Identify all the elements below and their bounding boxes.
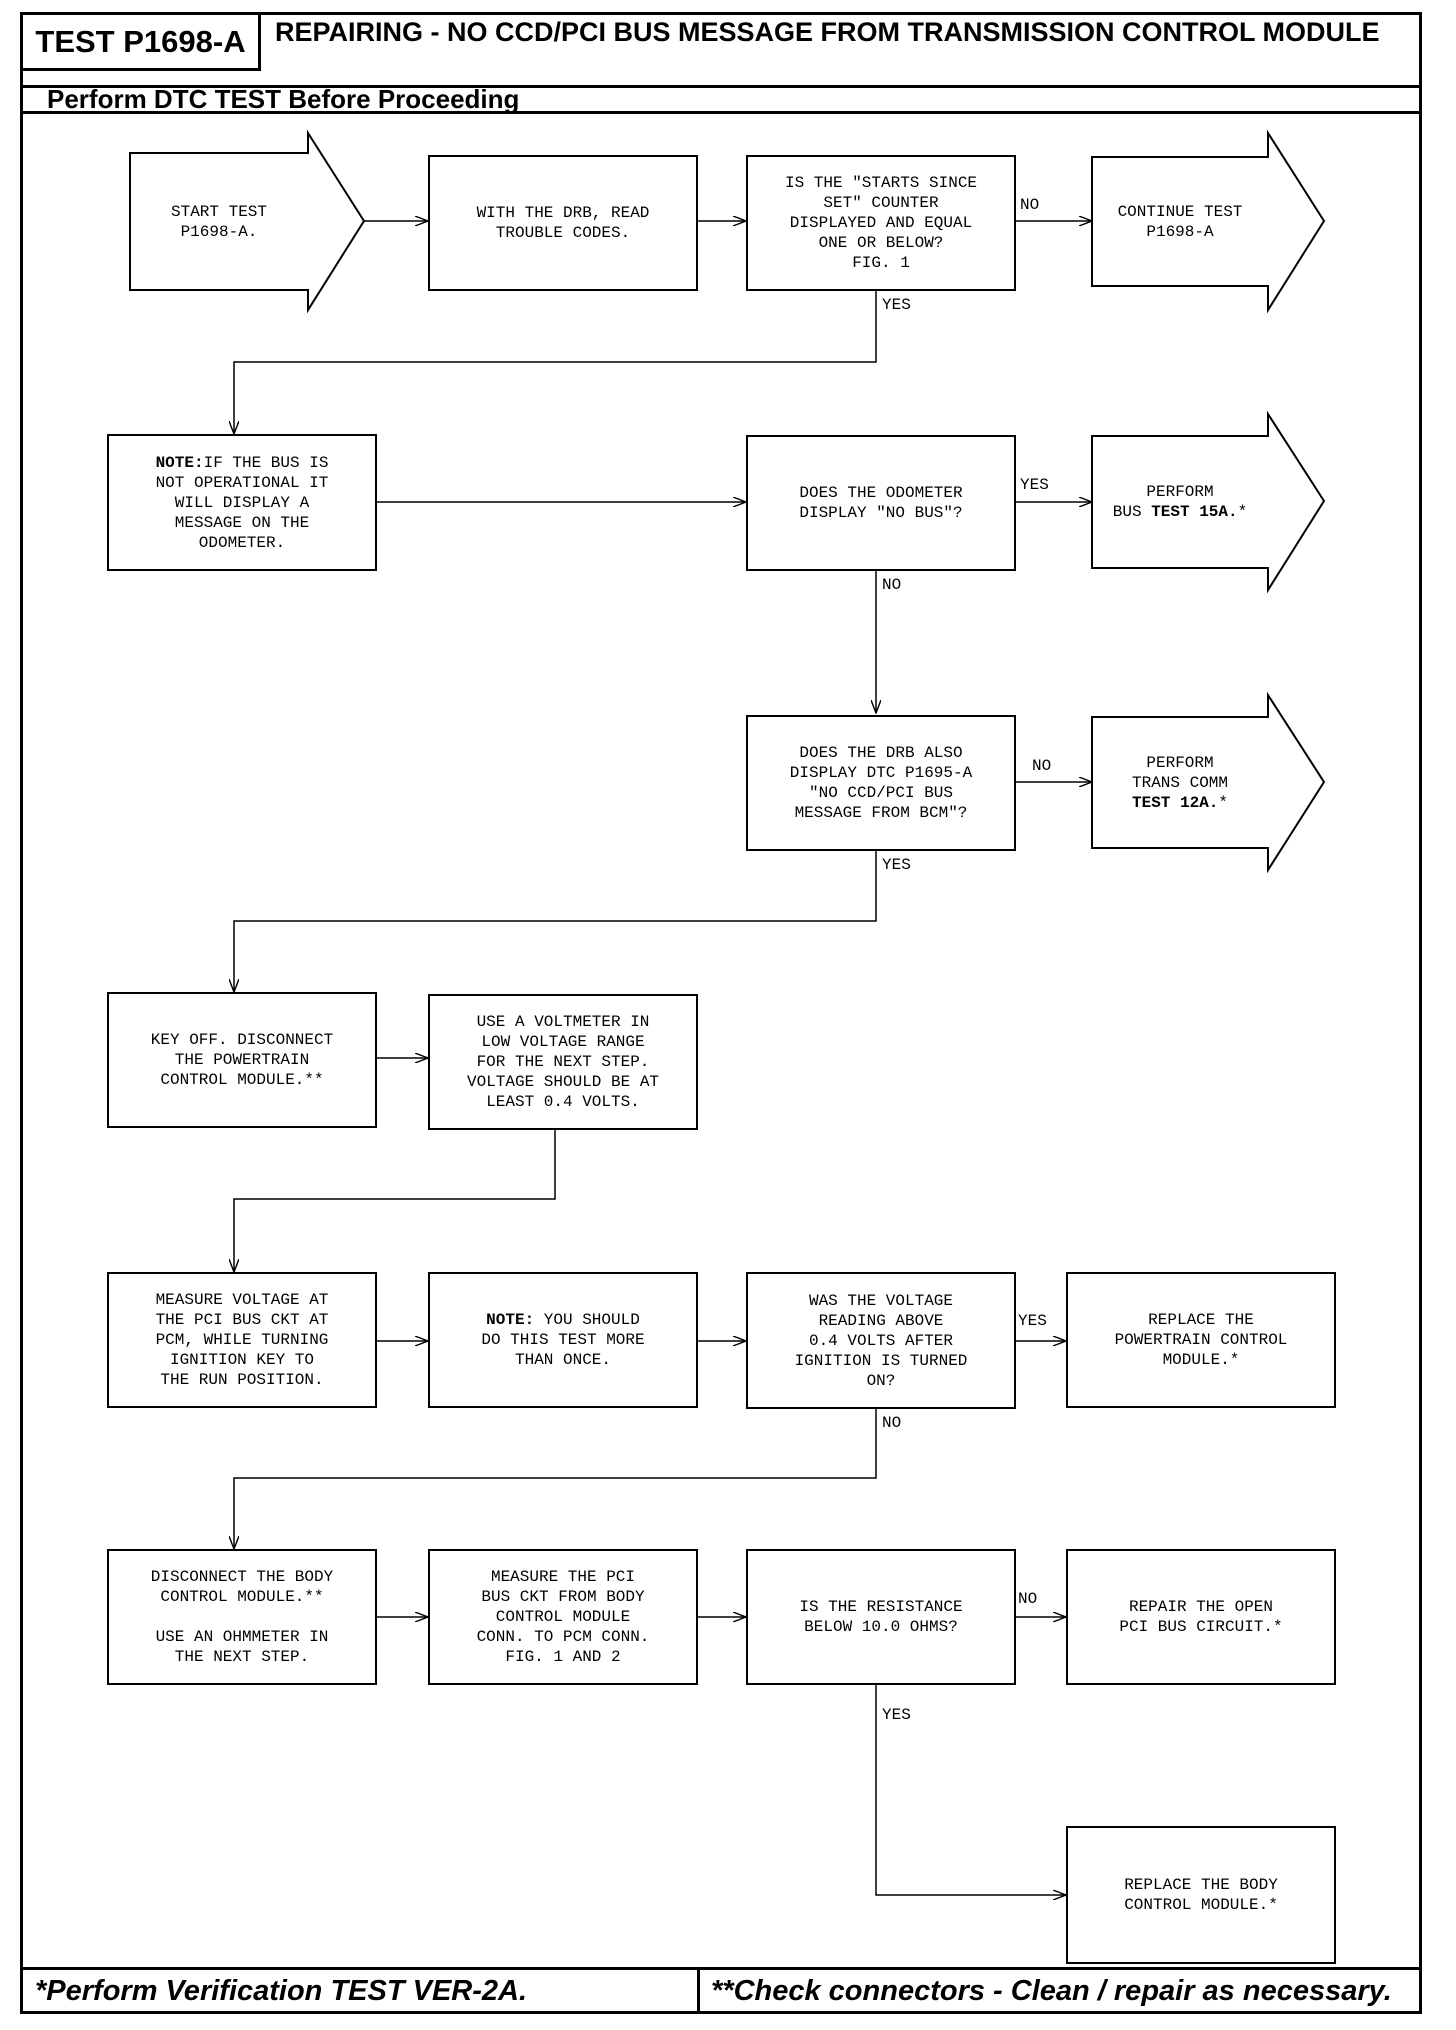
measure-pci-step: MEASURE THE PCI BUS CKT FROM BODY CONTRO… xyxy=(428,1549,698,1685)
label-no: NO xyxy=(1018,1590,1038,1608)
read-codes-step: WITH THE DRB, READ TROUBLE CODES. xyxy=(428,155,698,291)
label-no: NO xyxy=(1032,757,1052,775)
label-no: NO xyxy=(882,1414,902,1432)
voltage-reading-question: WAS THE VOLTAGE READING ABOVE 0.4 VOLTS … xyxy=(746,1272,1016,1409)
note-text: YOU SHOULD DO THIS TEST MORE THAN ONCE. xyxy=(481,1311,645,1369)
bus15-arrow-shape xyxy=(1091,410,1326,594)
bus15-test-ref: TEST 15A. xyxy=(1151,503,1238,521)
label-no: NO xyxy=(1020,196,1040,214)
note-label: NOTE: xyxy=(155,453,204,472)
trans-test-ref: TEST 12A. xyxy=(1131,793,1219,812)
bus15-prefix: PERFORM BUS xyxy=(1112,483,1214,521)
label-no: NO xyxy=(882,576,902,594)
label-yes: YES xyxy=(1020,476,1049,494)
key-off-step: KEY OFF. DISCONNECT THE POWERTRAIN CONTR… xyxy=(107,992,377,1128)
footer-divider xyxy=(23,1967,1419,1970)
voltmeter-step: USE A VOLTMETER IN LOW VOLTAGE RANGE FOR… xyxy=(428,994,698,1130)
trans-comm-test-node: PERFORM TRANS COMM TEST 12A.* xyxy=(1092,717,1268,848)
disconnect-body-step: DISCONNECT THE BODY CONTROL MODULE.** US… xyxy=(107,1549,377,1685)
connector-voltage-no xyxy=(234,1409,877,1549)
measure-voltage-step: MEASURE VOLTAGE AT THE PCI BUS CKT AT PC… xyxy=(107,1272,377,1408)
odometer-question: DOES THE ODOMETER DISPLAY "NO BUS"? xyxy=(746,435,1016,571)
repeat-test-note-box: NOTE: YOU SHOULD DO THIS TEST MORE THAN … xyxy=(428,1272,698,1408)
drb-dtc-question: DOES THE DRB ALSO DISPLAY DTC P1695-A "N… xyxy=(746,715,1016,851)
note-label: NOTE: xyxy=(486,1311,535,1329)
page-title: REPAIRING - NO CCD/PCI BUS MESSAGE FROM … xyxy=(275,17,1380,47)
bus15-suffix: * xyxy=(1237,503,1248,521)
connector-drb-yes xyxy=(234,851,877,992)
test-id: TEST P1698-A xyxy=(23,15,261,71)
flowchart-page: TEST P1698-A REPAIRING - NO CCD/PCI BUS … xyxy=(20,12,1422,2014)
replace-bcm-node: REPLACE THE BODY CONTROL MODULE.* xyxy=(1066,1826,1336,1964)
connector-starts-yes xyxy=(234,291,877,434)
starts-counter-question: IS THE "STARTS SINCE SET" COUNTER DISPLA… xyxy=(746,155,1016,291)
footer-note-left: *Perform Verification TEST VER-2A. xyxy=(35,1975,528,2007)
trans-prefix: PERFORM TRANS COMM xyxy=(1131,753,1228,792)
trans-suffix: * xyxy=(1218,793,1229,812)
label-yes: YES xyxy=(882,296,911,314)
start-test-node: START TEST P1698-A. xyxy=(170,202,267,241)
label-yes: YES xyxy=(1018,1312,1047,1330)
bus-test-15a-node: PERFORM BUS TEST 15A.* xyxy=(1092,436,1268,568)
note-text: IF THE BUS IS NOT OPERATIONAL IT WILL DI… xyxy=(155,453,329,552)
repair-open-circuit-node: REPAIR THE OPEN PCI BUS CIRCUIT.* xyxy=(1066,1549,1336,1685)
label-yes: YES xyxy=(882,856,911,874)
page-subtitle: Perform DTC TEST Before Proceeding xyxy=(47,84,520,114)
start-arrow-shape xyxy=(129,129,366,314)
bus-note-box: NOTE:IF THE BUS IS NOT OPERATIONAL IT WI… xyxy=(107,434,377,571)
replace-pcm-node: REPLACE THE POWERTRAIN CONTROL MODULE.* xyxy=(1066,1272,1336,1408)
label-yes: YES xyxy=(882,1706,911,1724)
footer-note-right: **Check connectors - Clean / repair as n… xyxy=(711,1975,1392,2007)
header-divider-lower xyxy=(23,111,1419,114)
trans-arrow-shape xyxy=(1091,691,1326,874)
resistance-question: IS THE RESISTANCE BELOW 10.0 OHMS? xyxy=(746,1549,1016,1685)
continue-arrow-shape xyxy=(1091,129,1326,314)
footer-column-divider xyxy=(697,1967,700,2014)
continue-test-node: CONTINUE TEST P1698-A xyxy=(1117,202,1243,241)
connector-voltmeter-measure xyxy=(234,1130,556,1272)
header-divider xyxy=(23,85,1419,88)
connector-resist-yes xyxy=(875,1685,1066,1895)
